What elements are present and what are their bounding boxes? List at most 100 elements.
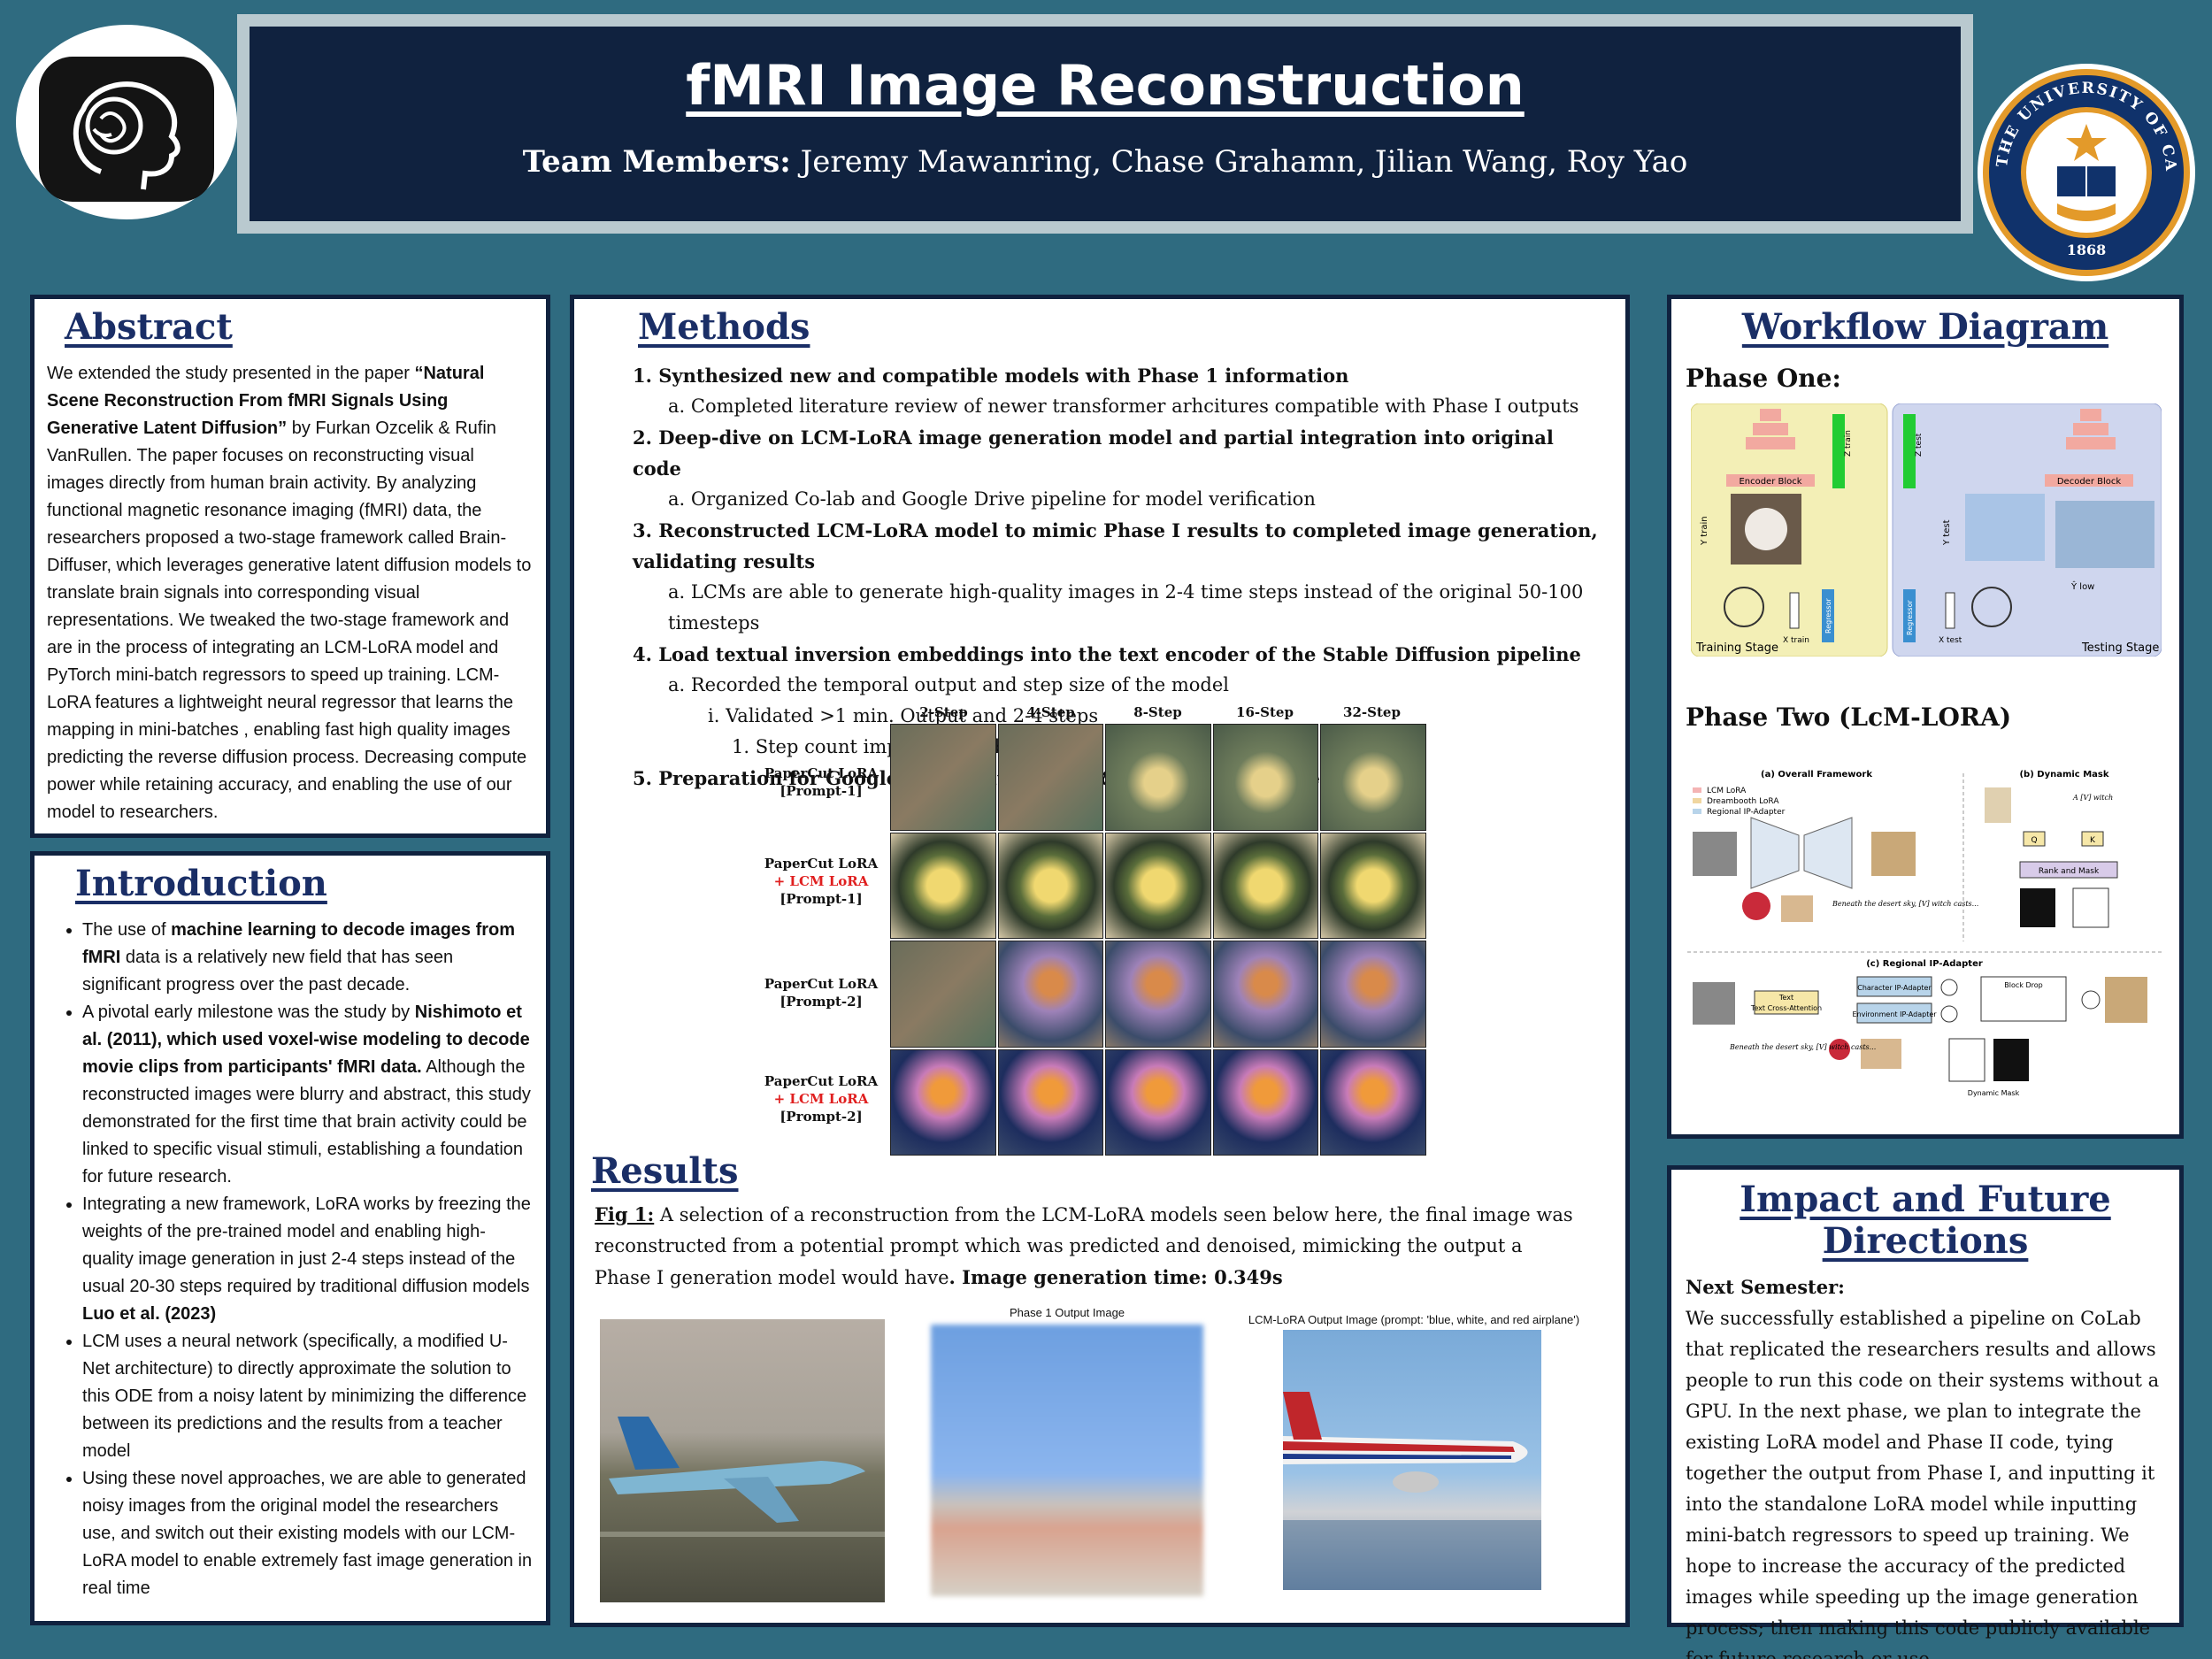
grid-col-label: 32-Step [1343,704,1401,720]
brain-head-logo-icon [39,57,214,202]
lcm-lora-image-caption: LCM-LoRA Output Image (prompt: 'blue, wh… [1248,1313,1580,1326]
svg-text:Y test: Y test [1942,519,1952,546]
method-step-1: 1. Synthesized new and compatible models… [633,365,1349,387]
phase-two-label: Phase Two (LcM-LORA) [1686,703,2012,732]
grid-image [1105,724,1211,831]
svg-text:Testing Stage: Testing Stage [2081,641,2159,655]
abstract-text: We extended the study presented in the p… [47,360,534,826]
methods-heading: Methods [638,306,810,348]
impact-panel: Impact and Future Directions Next Semest… [1667,1165,2184,1659]
introduction-panel: Introduction The use of machine learning… [30,851,550,1625]
svg-text:Training Stage: Training Stage [1695,641,1778,655]
method-step-2: 2. Deep-dive on LCM-LoRA image generatio… [633,426,1554,480]
svg-text:Character IP-Adapter: Character IP-Adapter [1857,984,1932,992]
method-step-4ai: i. Validated >1 min. Output and 2-4 step… [708,705,1099,726]
grid-col-label: 8-Step [1133,704,1182,720]
method-step-4a: a. Recorded the temporal output and step… [668,674,1229,695]
grid-image [1212,1048,1319,1156]
grid-image [890,1048,996,1156]
phase1-output-image [931,1325,1203,1596]
grid-row-label: PaperCut LoRA[Prompt-2] [764,976,879,1010]
grid-image [1320,724,1426,831]
svg-text:Regional IP-Adapter: Regional IP-Adapter [1707,808,1786,817]
generation-time: . Image generation time: 0.349s [949,1266,1283,1288]
phase-two-diagram: (a) Overall Framework (b) Dynamic Mask L… [1687,770,2163,1097]
abstract-p2: by Furkan Ozcelik & Rufin VanRullen. The… [47,419,532,822]
method-step-2a: a. Organized Co-lab and Google Drive pip… [668,488,1316,510]
impact-subheading: Next Semester: [1686,1276,1845,1298]
svg-text:Environment IP-Adapter: Environment IP-Adapter [1852,1010,1937,1018]
grid-row-label: PaperCut LoRA+ LCM LoRA[Prompt-1] [764,856,879,907]
workflow-panel: Workflow Diagram Phase One: Encoder Bloc… [1667,295,2184,1139]
abstract-heading: Abstract [65,306,233,348]
grid-column-headers: 2-Step 4-Step 8-Step 16-Step 32-Step [890,704,1426,720]
team-names: Jeremy Mawanring, Chase Grahamn, Jilian … [800,144,1688,180]
grid-image [1212,832,1319,939]
grid-image [997,724,1104,831]
grid-image [1320,941,1426,1048]
grid-image [1105,832,1211,939]
svg-text:Encoder Block: Encoder Block [1739,477,1801,487]
method-step-3: 3. Reconstructed LCM-LoRA model to mimic… [633,519,1598,572]
svg-text:(c) Regional IP-Adapter: (c) Regional IP-Adapter [1866,959,1983,969]
figure-caption-text: A selection of a reconstruction from the… [595,1204,1573,1288]
svg-text:X test: X test [1939,636,1962,645]
abstract-p1: We extended the study presented in the p… [47,364,415,383]
title-banner: fMRI Image Reconstruction Team Members: … [237,14,1973,234]
introduction-list: The use of machine learning to decode im… [47,917,534,1602]
workflow-heading: Workflow Diagram [1741,306,2109,348]
figure-caption: Fig 1: A selection of a reconstruction f… [595,1199,1577,1294]
grid-col-label: 2-Step [919,704,968,720]
grid-image [890,724,996,831]
svg-text:Q: Q [2031,836,2037,845]
results-heading: Results [591,1150,739,1192]
introduction-heading: Introduction [75,863,327,904]
svg-text:K: K [2090,836,2096,845]
list-item: LCM uses a neural network (specifically,… [82,1328,534,1465]
svg-text:LCM LoRA: LCM LoRA [1707,787,1747,795]
grid-row-label: PaperCut LoRA[Prompt-1] [764,765,879,799]
svg-text:Dreambooth LoRA: Dreambooth LoRA [1707,797,1779,806]
abstract-paper-title: “Natural Scene Reconstruction From fMRI … [47,364,485,438]
grid-col-label: 4-Step [1026,704,1075,720]
svg-text:Text Cross-Attention: Text Cross-Attention [1750,1004,1822,1012]
brain-logo-badge [16,25,237,219]
poster-title: fMRI Image Reconstruction [686,53,1525,118]
svg-text:Regressor: Regressor [1824,598,1832,634]
list-item: The use of machine learning to decode im… [82,917,534,999]
grid-image [890,941,996,1048]
phase-one-diagram: Encoder Block Z train Y train Regressor … [1691,403,2162,657]
uc-berkeley-seal-icon: THE UNIVERSITY OF CALIFORNIA BERKELEY 18… [1968,49,2197,283]
impact-text: We successfully established a pipeline o… [1686,1308,2160,1659]
lcm-lora-output-image [1283,1330,1541,1590]
svg-text:Beneath the desert sky, [V] wi: Beneath the desert sky, [V] witch casts.… [1729,1043,1876,1051]
svg-text:Block Drop: Block Drop [2004,981,2042,989]
svg-text:Z test: Z test [1915,433,1924,457]
grid-col-label: 16-Step [1236,704,1294,720]
figure-label: Fig 1: [595,1203,655,1225]
method-step-1a: a. Completed literature review of newer … [668,396,1579,417]
grid-image [1320,832,1426,939]
grid-image [997,832,1104,939]
grid-image [997,941,1104,1048]
abstract-panel: Abstract We extended the study presented… [30,295,550,838]
svg-text:Dynamic Mask: Dynamic Mask [1968,1089,2020,1097]
svg-text:A [V] witch: A [V] witch [2072,794,2113,802]
grid-image [1212,724,1319,831]
svg-text:Y train: Y train [1700,516,1709,546]
team-members: Team Members: Jeremy Mawanring, Chase Gr… [250,144,1961,180]
svg-text:Z train: Z train [1844,430,1853,457]
lora-comparison-grid [890,724,1426,1156]
svg-text:Regressor: Regressor [1906,600,1914,635]
grid-image [1105,941,1211,1048]
phase-one-label: Phase One: [1686,364,1841,393]
grid-image [1212,941,1319,1048]
list-item: Using these novel approaches, we are abl… [82,1465,534,1602]
team-label: Team Members: [522,144,791,180]
grid-row-label: PaperCut LoRA+ LCM LoRA[Prompt-2] [764,1073,879,1125]
svg-text:Rank and Mask: Rank and Mask [2039,867,2100,876]
svg-text:X train: X train [1783,636,1809,645]
svg-text:Beneath the desert sky, [V] wi: Beneath the desert sky, [V] witch casts.… [1832,900,1978,908]
grid-image [1105,1048,1211,1156]
method-step-3a: a. LCMs are able to generate high-qualit… [668,581,1584,634]
